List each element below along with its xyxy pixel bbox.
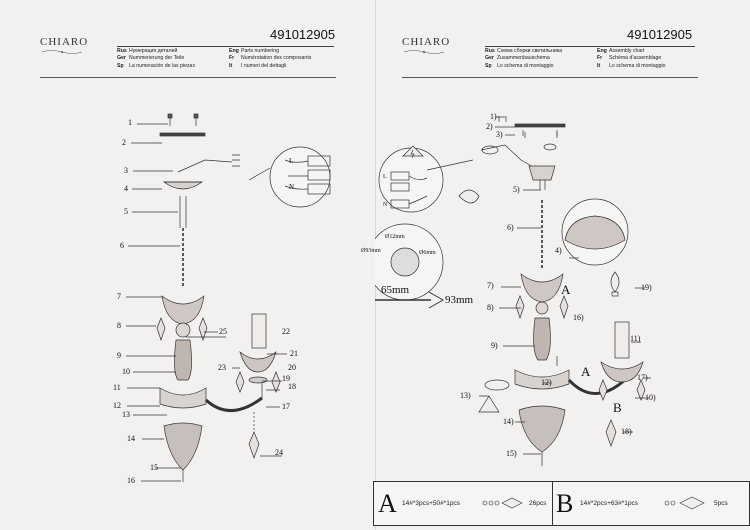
part-label: 23 [218,363,226,372]
crystal-set-b-spec: 14#*2pcs+63#*1pcs [580,500,639,507]
wiring-neutral-label: N [289,183,295,191]
part-label: 9 [117,351,121,360]
crystal-set-b-letter: B [556,489,574,518]
part-label: 15 [150,463,158,472]
pcd-diameter-label: Ø93mm [361,248,381,254]
crystal-set-b-qty: 5pcs [714,500,728,507]
brand-ornament-icon [41,50,83,54]
crystal-type-a-marker: A [561,282,571,297]
step-label: 4) [555,246,562,255]
crystal-chain-icon [664,496,705,510]
crystal-set-a-spec: 14#*3pcs+50#*1pcs [402,500,461,507]
part-label: 6 [120,241,124,250]
part-label: 16 [127,476,135,485]
wiring-live-label: L [383,174,387,180]
part-label: 17 [282,402,290,411]
legend-rule [40,77,336,78]
part-label: 19 [282,374,290,383]
step-label: 2) [486,122,493,131]
part-label: 14 [127,434,135,443]
crystal-type-b-marker: B [613,400,622,415]
part-label: 11 [113,383,121,392]
crystal-chain-icon [482,497,523,509]
part-label: 18 [288,382,296,391]
header-rule [117,46,334,47]
spacing-dimension-label: 65mm [381,284,410,296]
part-label: 12 [113,401,121,410]
step-label: 5) [513,185,520,194]
screw-diameter-label: Ø6mm [419,250,436,256]
header-rule [485,46,695,47]
step-label: 16) [573,313,584,322]
wiring-neutral-label: N [383,202,388,208]
step-label: 13) [460,391,471,400]
step-label: 14) [503,417,514,426]
step-label: 1) [490,112,497,121]
part-label: 4 [124,184,128,193]
step-label: 19) [641,283,652,292]
part-label: 5 [124,207,128,216]
hole-diameter-label: Ø12mm [385,234,405,240]
chandelier-parts-drawing [126,113,331,482]
part-label: 13 [122,410,130,419]
part-label: 22 [282,327,290,336]
step-label: 10) [645,393,656,402]
step-label: 12) [541,378,552,387]
step-label: 9) [491,341,498,350]
brand-ornament-icon [403,50,445,54]
part-label: 2 [122,138,126,147]
step-label: 17) [637,373,648,382]
step-label: 3) [496,130,503,139]
brand-logo: CHIARO [40,36,89,48]
brand-logo: CHIARO [402,36,451,48]
step-label: 7) [487,281,494,290]
part-label: 21 [290,349,298,358]
part-label: 8 [117,321,121,330]
part-label: 25 [219,327,227,336]
table-divider [552,482,553,525]
step-label: 11) [630,334,641,343]
chandelier-assembly-drawing [375,116,651,466]
crystal-set-a-letter: A [378,489,397,518]
width-dimension-label: 93mm [445,294,474,306]
step-label: 15) [506,449,517,458]
crystal-set-a-qty: 26pcs [529,500,547,507]
product-code: 491012905 [270,27,336,42]
crystal-parts-table: A 14#*3pcs+50#*1pcs 26pcs B 14#*2pcs+63#… [373,481,750,526]
part-label: 3 [124,166,128,175]
crystal-type-a-marker: A [581,364,591,379]
step-label: 18) [621,427,632,436]
part-label: 7 [117,292,121,301]
legend-rule [402,77,698,78]
part-label: 20 [288,363,296,372]
wiring-live-label: L [289,157,294,165]
step-label: 8) [487,303,494,312]
step-label: 6) [507,223,514,232]
part-label: 24 [275,448,283,457]
part-label: 1 [128,118,132,127]
part-label: 10 [122,367,130,376]
product-code: 491012905 [627,27,693,42]
